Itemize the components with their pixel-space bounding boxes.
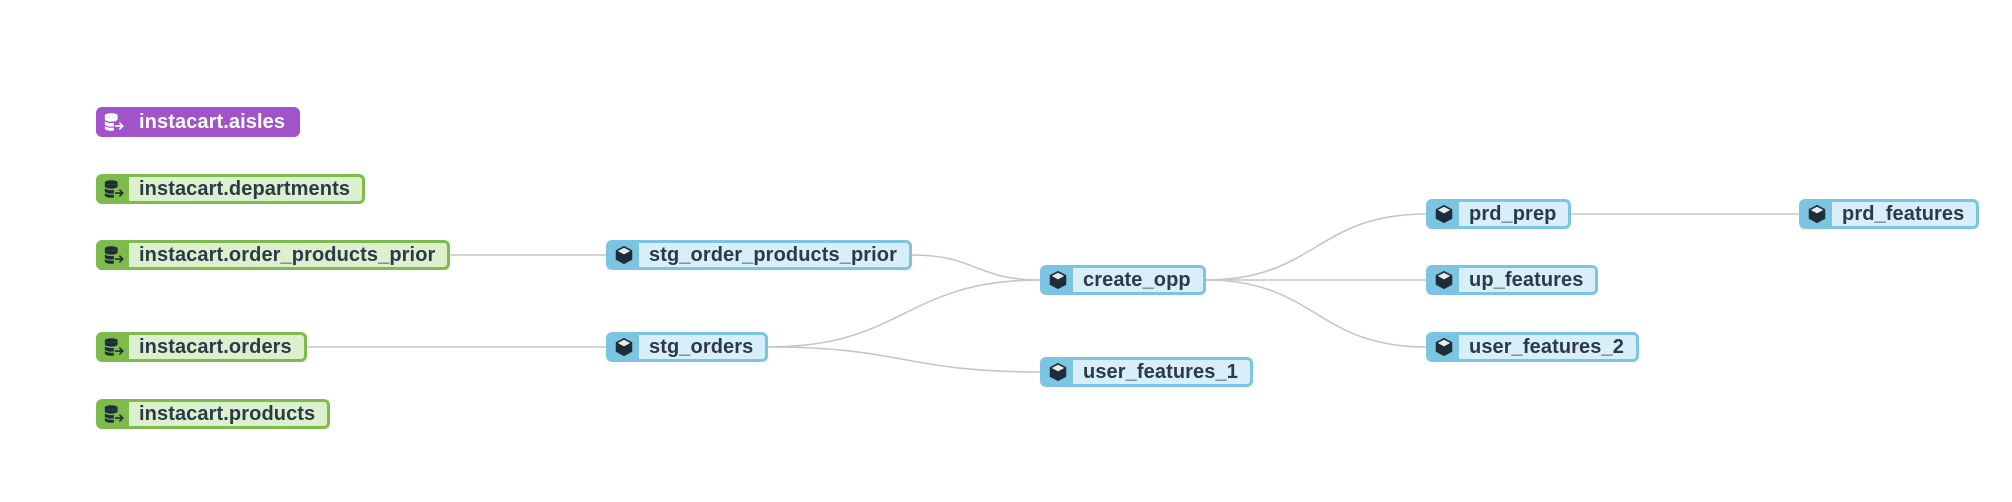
node-label: instacart.products <box>139 402 316 425</box>
cube-model-icon <box>1429 202 1459 226</box>
model-node-user-features-2[interactable]: user_features_2 <box>1426 332 1639 362</box>
node-label: prd_prep <box>1469 202 1557 225</box>
node-label: instacart.order_products_prior <box>139 243 436 266</box>
node-label: user_features_2 <box>1469 335 1624 358</box>
database-source-icon <box>99 177 129 201</box>
edge-create_opp-to-prd_prep <box>1205 213 1427 281</box>
node-label: create_opp <box>1083 268 1191 291</box>
database-source-icon <box>99 110 129 134</box>
cube-model-icon <box>1043 360 1073 384</box>
node-label: instacart.aisles <box>139 110 286 133</box>
cube-model-icon <box>609 335 639 359</box>
source-node-aisles[interactable]: instacart.aisles <box>96 107 301 137</box>
node-label: user_features_1 <box>1083 360 1238 383</box>
model-node-prd-prep[interactable]: prd_prep <box>1426 199 1572 229</box>
cube-model-icon <box>609 243 639 267</box>
source-node-products[interactable]: instacart.products <box>96 399 331 429</box>
node-label: stg_order_products_prior <box>649 243 898 266</box>
database-source-icon <box>99 402 129 426</box>
model-node-stg-order-products-prior[interactable]: stg_order_products_prior <box>606 240 913 270</box>
cube-model-icon <box>1429 268 1459 292</box>
node-label: up_features <box>1469 268 1584 291</box>
model-node-stg-orders[interactable]: stg_orders <box>606 332 769 362</box>
source-node-departments[interactable]: instacart.departments <box>96 174 366 204</box>
database-source-icon <box>99 243 129 267</box>
cube-model-icon <box>1429 335 1459 359</box>
edge-stg_orders-to-user_features_1 <box>768 346 1041 373</box>
edge-create_opp-to-user_features_2 <box>1205 279 1427 348</box>
node-label: prd_features <box>1842 202 1965 225</box>
edge-stg_orders-to-create_opp <box>768 279 1041 348</box>
node-label: instacart.departments <box>139 177 351 200</box>
source-node-orders[interactable]: instacart.orders <box>96 332 307 362</box>
node-label: instacart.orders <box>139 335 292 358</box>
cube-model-icon <box>1043 268 1073 292</box>
edge-stg_order_products_prior-to-create_opp <box>912 254 1041 281</box>
model-node-prd-features[interactable]: prd_features <box>1799 199 1980 229</box>
source-node-order-products-prior[interactable]: instacart.order_products_prior <box>96 240 451 270</box>
database-source-icon <box>99 335 129 359</box>
cube-model-icon <box>1802 202 1832 226</box>
node-label: stg_orders <box>649 335 754 358</box>
model-node-user-features-1[interactable]: user_features_1 <box>1040 357 1253 387</box>
model-node-create-opp[interactable]: create_opp <box>1040 265 1206 295</box>
model-node-up-features[interactable]: up_features <box>1426 265 1599 295</box>
